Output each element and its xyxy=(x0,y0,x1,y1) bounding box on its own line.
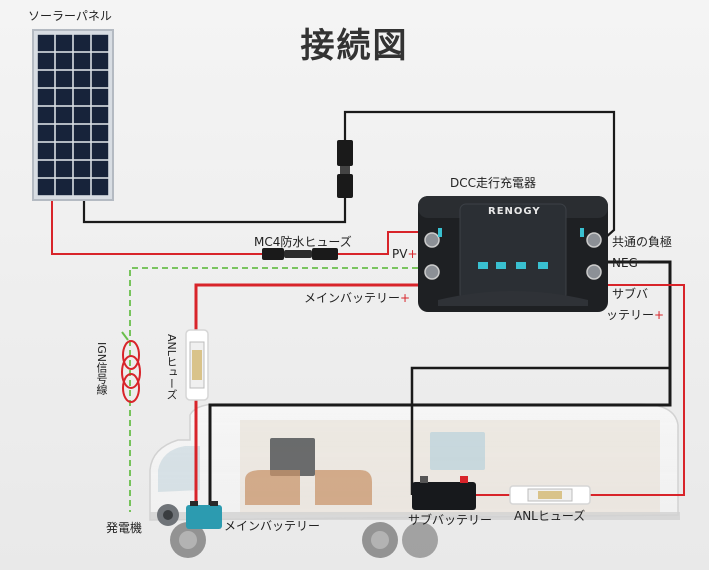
solar-cell xyxy=(55,160,73,178)
solar-cell xyxy=(73,106,91,124)
common-negative-label: 共通の負極 xyxy=(612,235,673,249)
solar-cell xyxy=(55,106,73,124)
anl-fuse-main xyxy=(185,329,209,401)
solar-cell xyxy=(37,142,55,160)
generator-label: 発電機 xyxy=(106,521,143,535)
sub-battery-negative-wire xyxy=(410,366,670,495)
solar-cell xyxy=(73,124,91,142)
main-battery-plus-sign: + xyxy=(400,291,411,305)
solar-cell xyxy=(91,34,109,52)
solar-cell xyxy=(37,178,55,196)
main-battery-plus-text: メインバッテリー xyxy=(304,291,401,305)
pv-plus-sign: + xyxy=(407,247,418,261)
solar-cell xyxy=(37,70,55,88)
neg-label: NEGー xyxy=(612,256,650,270)
solar-panel-label: ソーラーパネル xyxy=(28,9,112,23)
ign-signal-label: IGN信号線 xyxy=(95,342,108,395)
solar-cell xyxy=(91,124,109,142)
solar-cell xyxy=(37,124,55,142)
dcc-charger-label: DCC走行充電器 xyxy=(450,176,536,190)
pv-positive-wire xyxy=(338,231,418,255)
solar-cell xyxy=(55,142,73,160)
anl-fuse-vertical-label: ANLヒューズ xyxy=(165,334,178,400)
pv-text: PV xyxy=(392,247,408,261)
solar-cell xyxy=(37,34,55,52)
main-battery-label: メインバッテリー xyxy=(224,519,321,533)
solar-cell xyxy=(91,106,109,124)
sub-battery-positive-wire xyxy=(590,284,685,496)
solar-cell xyxy=(37,88,55,106)
solar-cell xyxy=(73,142,91,160)
pv-label: PV+ xyxy=(392,248,418,260)
solar-cell xyxy=(37,106,55,124)
solar-cell xyxy=(55,88,73,106)
solar-positive-wire xyxy=(51,200,262,255)
rv-camper xyxy=(149,403,680,558)
mc4-fuse-label: MC4防水ヒューズ xyxy=(254,235,352,249)
solar-cell xyxy=(37,160,55,178)
solar-cell xyxy=(73,160,91,178)
sub-battery xyxy=(412,476,476,510)
solar-cell xyxy=(55,124,73,142)
sub-battery-plus-sign: + xyxy=(654,308,665,322)
diagram-title: 接続図 xyxy=(300,26,409,66)
generator xyxy=(157,504,179,526)
solar-cell xyxy=(91,52,109,70)
solar-cell xyxy=(55,52,73,70)
ign-signal-wire xyxy=(129,267,418,512)
sub-battery-plus-label-line1: サブバ xyxy=(612,287,649,301)
main-battery xyxy=(186,501,222,529)
solar-cell xyxy=(55,70,73,88)
sub-battery-plus-label-line2: ッテリー+ xyxy=(606,309,664,321)
solar-cell xyxy=(73,34,91,52)
main-battery-positive-wire xyxy=(194,283,418,330)
mc4-fuse-inline xyxy=(262,248,338,260)
sub-battery-label: サブバッテリー xyxy=(408,513,493,527)
solar-cell xyxy=(91,178,109,196)
anl-fuse-sub xyxy=(509,485,591,505)
mc4-connector-top xyxy=(337,140,353,198)
main-battery-plus-label: メインバッテリー+ xyxy=(304,292,410,304)
brand-logo-text: RENOGY xyxy=(488,206,541,217)
solar-negative-wire xyxy=(82,110,616,239)
solar-cell xyxy=(73,52,91,70)
solar-cell xyxy=(73,88,91,106)
ign-wire-coil xyxy=(121,331,141,403)
sub-battery-plus-text: ッテリー xyxy=(606,308,655,322)
main-battery-negative-wire xyxy=(208,260,672,508)
solar-cell xyxy=(91,142,109,160)
solar-cell xyxy=(91,160,109,178)
solar-cell xyxy=(55,178,73,196)
solar-cell xyxy=(73,70,91,88)
solar-cell xyxy=(37,52,55,70)
solar-cell xyxy=(55,34,73,52)
solar-panel xyxy=(32,29,114,201)
dcc-charger xyxy=(418,196,608,312)
anl-fuse-label: ANLヒューズ xyxy=(514,509,586,523)
solar-cell xyxy=(91,88,109,106)
solar-cell xyxy=(73,178,91,196)
solar-cell xyxy=(91,70,109,88)
